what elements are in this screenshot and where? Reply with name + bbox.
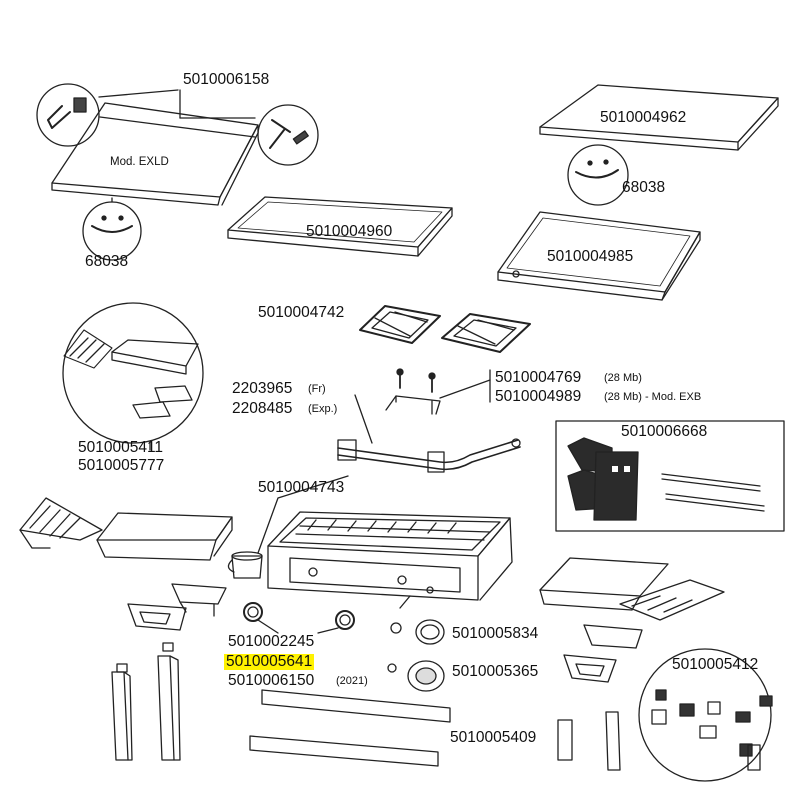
knob-left xyxy=(243,602,279,634)
label-mod-exld: Mod. EXLD xyxy=(110,156,169,168)
label-5010006158: 5010006158 xyxy=(183,71,270,88)
label-5010004962: 5010004962 xyxy=(600,109,687,126)
label-68038-left: 68038 xyxy=(85,253,129,270)
label-5010005409: 5010005409 xyxy=(450,729,537,746)
igniter-5365 xyxy=(387,660,445,692)
handle-detail-right xyxy=(567,144,629,206)
label-5010005411: 5010005411 xyxy=(78,439,164,456)
label-5010004989-note: (28 Mb) - Mod. EXB xyxy=(604,391,702,403)
label-5010004742: 5010004742 xyxy=(258,304,345,321)
shelf-detail-circle xyxy=(62,302,204,451)
knob-right xyxy=(317,610,355,634)
hinge-detail-left xyxy=(36,83,179,147)
label-5010006150-note: (2021) xyxy=(336,675,368,687)
label-68038-right: 68038 xyxy=(622,179,666,196)
label-5010004960: 5010004960 xyxy=(306,223,393,240)
crossbar-upper xyxy=(261,689,451,723)
label-2203965-note: (Fr) xyxy=(308,383,326,395)
brackets-mid-right xyxy=(563,624,643,683)
label-2203965: 2203965 xyxy=(232,380,293,397)
handle-detail-left xyxy=(82,197,142,261)
label-2208485: 2208485 xyxy=(232,400,293,417)
lid-exld xyxy=(51,89,259,206)
hinge-detail-right xyxy=(257,104,319,166)
regulator-5834 xyxy=(390,595,445,645)
crossbar-lower xyxy=(249,735,439,767)
leg-right xyxy=(605,711,621,771)
label-5010006150: 5010006150 xyxy=(228,672,315,689)
leg-back-left xyxy=(157,655,181,761)
leg-front-left xyxy=(111,671,133,761)
label-5010005834: 5010005834 xyxy=(452,625,539,642)
leg-center xyxy=(557,719,573,761)
label-5010004989: 5010004989 xyxy=(495,388,582,405)
burner-tube xyxy=(337,394,521,473)
label-5010004769: 5010004769 xyxy=(495,369,582,386)
hardware-detail-circle xyxy=(638,648,773,782)
tray-4985 xyxy=(497,211,701,301)
ignitor-box xyxy=(555,420,785,532)
side-shelf-left xyxy=(19,497,233,561)
label-2208485-note: (Exp.) xyxy=(308,403,338,415)
grate-left xyxy=(359,305,441,344)
side-shelf-right xyxy=(539,557,725,621)
leg-small-right xyxy=(747,744,761,771)
label-5010005412: 5010005412 xyxy=(672,656,759,673)
label-5010002245: 5010002245 xyxy=(228,633,315,650)
label-5010004769-note: (28 Mb) xyxy=(604,372,642,384)
label-5010004985: 5010004985 xyxy=(547,248,634,265)
label-5010005365: 5010005365 xyxy=(452,663,539,680)
grease-cup xyxy=(227,551,263,579)
label-5010004743: 5010004743 xyxy=(258,479,345,496)
brackets-mid-left xyxy=(116,583,227,673)
tray-4960 xyxy=(227,196,453,257)
label-5010006668: 5010006668 xyxy=(621,423,708,440)
label-5010005641-highlighted: 5010005641 xyxy=(224,653,315,670)
griddle-body xyxy=(257,475,513,601)
label-5010005777: 5010005777 xyxy=(78,457,165,474)
grate-right xyxy=(441,313,531,353)
lid-flat xyxy=(539,84,779,151)
bracket-4769 xyxy=(385,368,491,415)
